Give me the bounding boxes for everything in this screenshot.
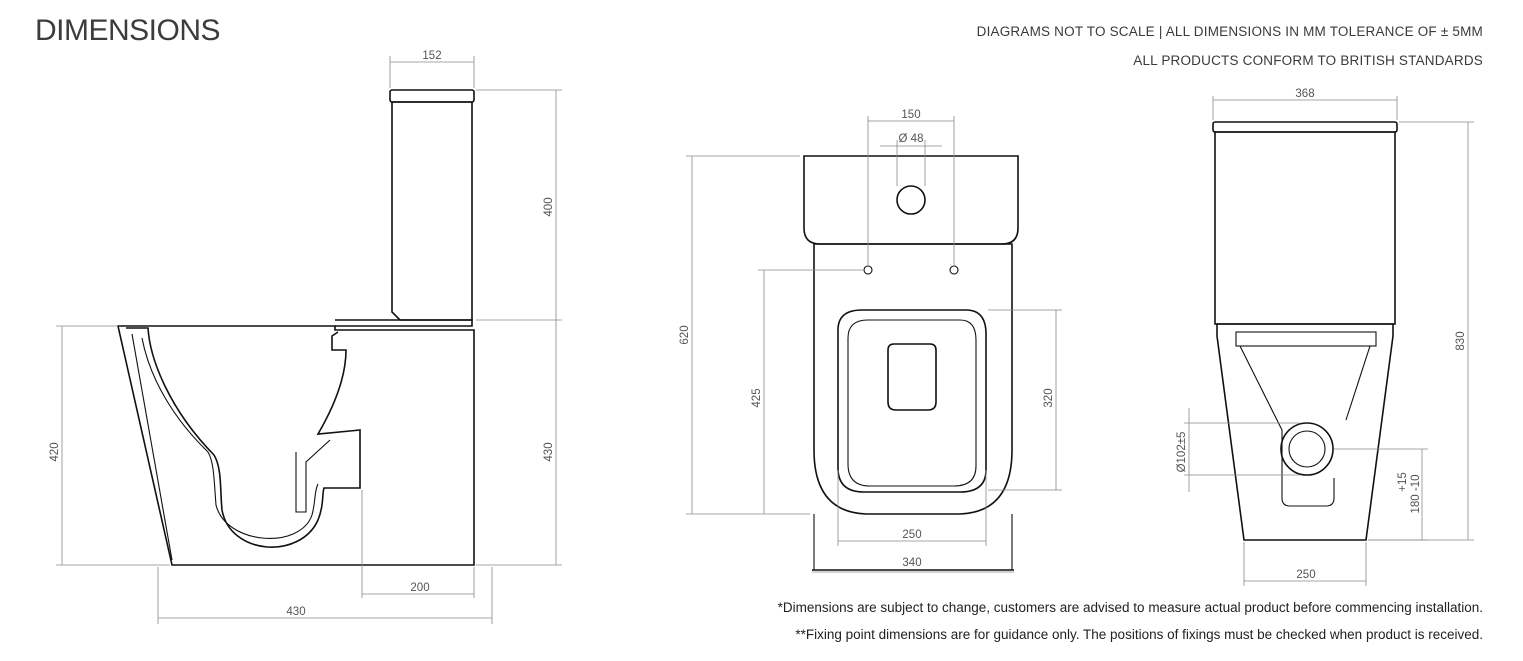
dimension-change-note: *Dimensions are subject to change, custo… [777, 600, 1483, 615]
back-cistern-body [1214, 131, 1396, 325]
dim-outlet-height-plus: +15 [1397, 472, 1409, 492]
outlet-outer [1280, 422, 1334, 476]
back-seat-hinge [1235, 331, 1377, 347]
cistern-lid [389, 89, 475, 103]
dim-projection: 430 [286, 606, 305, 618]
dim-pan-height-left: 420 [49, 442, 61, 461]
trap-inner-line [295, 439, 331, 513]
back-trap-line [1239, 345, 1335, 507]
back-view: 368 830 Ø102±5 +15 180 -10 250 [1176, 88, 1474, 586]
dim-inlet-diameter: Ø 48 [899, 133, 924, 145]
pan-inner-front-wall [131, 333, 173, 561]
scale-tolerance-note: DIAGRAMS NOT TO SCALE | ALL DIMENSIONS I… [976, 24, 1483, 39]
dim-fixing-to-front: 425 [751, 388, 763, 407]
bowl-inner-line [141, 337, 319, 539]
dim-overall-width: 340 [902, 557, 921, 569]
back-cistern-lid [1212, 121, 1398, 133]
seat-bowl-opening [887, 343, 937, 411]
cistern-base [335, 319, 473, 327]
dim-fixing-centres: 150 [901, 109, 920, 121]
dim-back-overall-width: 368 [1295, 88, 1314, 100]
seat-inner [847, 319, 977, 487]
back-pan-inner [1240, 345, 1371, 421]
fixing-guidance-note: **Fixing point dimensions are for guidan… [795, 627, 1483, 642]
pan-outline [116, 325, 475, 566]
top-view: 150 Ø 48 620 425 320 250 340 [679, 109, 1062, 573]
page-title: DIMENSIONS [35, 14, 221, 47]
dim-outlet-height: 180 -10 [1410, 474, 1422, 513]
seat-outer [837, 309, 987, 493]
pan-top-outline [813, 243, 1013, 515]
fixing-hole-left [863, 265, 873, 275]
dim-seat-depth: 320 [1043, 388, 1055, 407]
dim-base-width: 250 [1296, 569, 1315, 581]
dim-seat-width: 250 [902, 529, 921, 541]
cistern-top-outline [803, 155, 1019, 245]
standards-note: ALL PRODUCTS CONFORM TO BRITISH STANDARD… [1133, 53, 1483, 68]
dim-outlet-diameter: Ø102±5 [1176, 432, 1188, 473]
dim-cistern-depth: 152 [422, 50, 441, 62]
dim-pan-height-right: 430 [543, 442, 555, 461]
cistern-body [391, 101, 473, 321]
back-pan-outline [1216, 323, 1394, 541]
dim-outlet-offset: 200 [410, 582, 429, 594]
dim-cistern-height: 400 [543, 197, 555, 216]
dim-overall-depth: 620 [679, 325, 691, 344]
flush-button [896, 185, 926, 215]
side-view: 152 400 430 420 200 430 [49, 50, 562, 624]
bowl-trap-outline [126, 327, 361, 548]
fixing-hole-right [949, 265, 959, 275]
outlet-inner [1288, 430, 1326, 468]
dim-back-overall-height: 830 [1455, 331, 1467, 350]
